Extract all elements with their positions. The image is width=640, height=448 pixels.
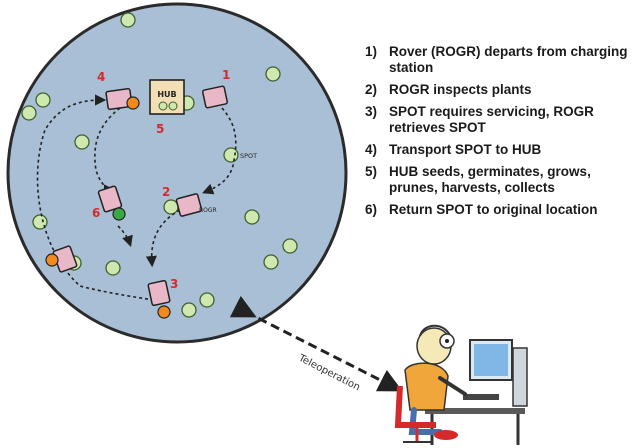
step-number-2: 2 bbox=[162, 185, 170, 199]
rover-icon bbox=[201, 85, 229, 109]
step-number-1: 1 bbox=[222, 68, 230, 82]
step-item-text: Rover (ROGR) departs from charging stati… bbox=[389, 44, 628, 75]
plant-icon bbox=[35, 92, 51, 108]
plant-icon bbox=[223, 147, 239, 163]
route-charging-to-spot bbox=[202, 107, 237, 195]
step-item-number: 5) bbox=[365, 164, 378, 179]
step-number-6: 6 bbox=[92, 206, 100, 220]
plant-icon bbox=[163, 199, 179, 215]
rover-icon bbox=[97, 185, 123, 213]
step-item-number: 1) bbox=[365, 44, 378, 59]
plant-icon bbox=[105, 260, 121, 276]
route-inspection-to-spot-retrieval bbox=[145, 209, 181, 268]
operator-at-computer-icon bbox=[394, 324, 528, 445]
step-item-6: 6) Return SPOT to original location bbox=[365, 202, 637, 218]
plant-icon bbox=[74, 134, 90, 150]
step-item-text: SPOT requires servicing, ROGR retrieves … bbox=[389, 104, 594, 135]
step-number-5: 5 bbox=[156, 122, 164, 136]
hub-icon bbox=[149, 79, 185, 115]
spot-orange bbox=[45, 253, 59, 267]
rover-icon bbox=[175, 193, 203, 217]
step-item-number: 4) bbox=[365, 142, 378, 157]
step-item-text: Transport SPOT to HUB bbox=[389, 142, 542, 157]
step-number-3: 3 bbox=[170, 277, 178, 291]
spot-markers bbox=[45, 96, 171, 319]
spot-orange bbox=[126, 96, 140, 110]
plant-icon bbox=[181, 302, 197, 318]
teleoperation-label: Teleoperation bbox=[296, 352, 362, 393]
step-item-text: HUB seeds, germinates, grows, prunes, ha… bbox=[389, 164, 591, 195]
step-item-text: Return SPOT to original location bbox=[389, 202, 598, 217]
field-circle bbox=[6, 2, 348, 344]
steps-list: 1) Rover (ROGR) departs from charging sta… bbox=[365, 44, 637, 224]
step-item-number: 6) bbox=[365, 202, 378, 217]
step-item-number: 3) bbox=[365, 104, 378, 119]
rover-icon bbox=[147, 279, 171, 307]
step-item-4: 4) Transport SPOT to HUB bbox=[365, 142, 637, 158]
plant-icon bbox=[265, 66, 281, 82]
plant-icon bbox=[120, 12, 136, 28]
hub-label: HUB bbox=[157, 90, 176, 99]
route-to-spot-location bbox=[117, 225, 133, 248]
step-item-1: 1) Rover (ROGR) departs from charging sta… bbox=[365, 44, 637, 76]
plant-icon bbox=[244, 209, 260, 225]
step-item-3: 3) SPOT requires servicing, ROGR retrieve… bbox=[365, 104, 637, 136]
step-number-4: 4 bbox=[97, 70, 105, 84]
step-item-2: 2) ROGR inspects plants bbox=[365, 82, 637, 98]
spot-green bbox=[112, 207, 126, 221]
step-item-number: 2) bbox=[365, 82, 378, 97]
rogr-label: ROGR bbox=[199, 207, 217, 214]
plant-icon bbox=[199, 292, 215, 308]
rovers bbox=[52, 85, 229, 307]
teleoperation-link bbox=[229, 295, 403, 392]
step-numbers: 1 2 3 4 5 6 bbox=[92, 68, 230, 291]
spot-label: SPOT bbox=[240, 152, 257, 160]
step-item-5: 5) HUB seeds, germinates, grows, prunes, … bbox=[365, 164, 637, 196]
step-item-text: ROGR inspects plants bbox=[389, 82, 532, 97]
spot-orange bbox=[157, 305, 171, 319]
plant-icon bbox=[282, 238, 298, 254]
plant-icon bbox=[21, 105, 37, 121]
plant-icon bbox=[263, 254, 279, 270]
hub: HUB bbox=[149, 79, 185, 115]
